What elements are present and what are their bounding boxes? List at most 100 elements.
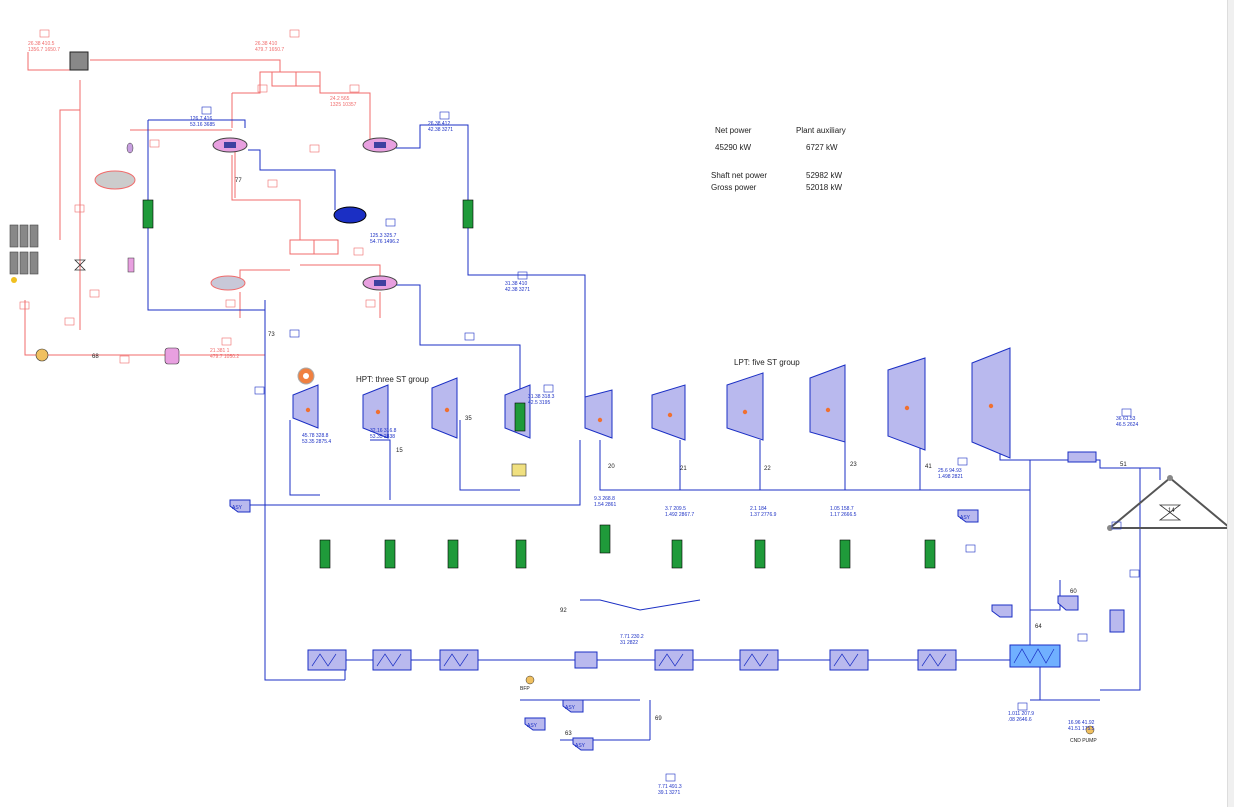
tag-6: 21.381 1 bbox=[210, 348, 230, 354]
tag-18b: 39.1 3271 bbox=[658, 790, 680, 796]
tag-8: 31.38 410 bbox=[505, 281, 527, 287]
asy-texts: ASY ASY ASY ASY ASY bbox=[232, 505, 971, 749]
mixers-top bbox=[271, 71, 339, 255]
bfp-label: BFP bbox=[520, 686, 530, 692]
receiver-box bbox=[69, 51, 89, 71]
gross-power-value: 52018 kW bbox=[806, 183, 842, 192]
shaft-net-label: Shaft net power bbox=[711, 171, 767, 180]
tag-1: 26.38 410.5 bbox=[28, 41, 55, 47]
label-64: 64 bbox=[1035, 624, 1042, 630]
salt-pump-icon bbox=[35, 348, 49, 362]
tag-15b: 1.17 2666.5 bbox=[830, 512, 857, 518]
label-35: 35 bbox=[465, 416, 472, 422]
tag-9: 31.38 318.3 bbox=[528, 394, 555, 400]
hpt-turbines bbox=[292, 377, 531, 439]
net-power-label: Net power bbox=[715, 126, 752, 135]
label-14: 14 bbox=[1168, 508, 1175, 514]
tag-10: 45.78 328.8 bbox=[302, 433, 329, 439]
label-51: 51 bbox=[1120, 462, 1127, 468]
heater-zigzags bbox=[311, 653, 947, 667]
tag-14: 2.1 184 bbox=[750, 506, 767, 512]
hot-tank bbox=[94, 170, 136, 190]
tag-5b: 1325 10357 bbox=[330, 102, 357, 108]
asy-label-5: ASY bbox=[960, 515, 971, 521]
asy-label-4: ASY bbox=[575, 743, 586, 749]
stream-tags: 26.38 410.5 1356.7 1650.7 26.38 410 479.… bbox=[28, 41, 1138, 796]
tag-17: 36 61.53 bbox=[1116, 416, 1136, 422]
tag-19b: .08 2646.6 bbox=[1008, 717, 1032, 723]
feedwater-heaters bbox=[307, 649, 957, 671]
label-22: 22 bbox=[764, 466, 771, 472]
small-ellipse-top bbox=[126, 142, 134, 154]
plant-aux-value: 6727 kW bbox=[806, 143, 838, 152]
tag-11: 32.16 316.8 bbox=[370, 428, 397, 434]
tag-13b: 1.492 2867.7 bbox=[665, 512, 694, 518]
label-60: 60 bbox=[1070, 589, 1077, 595]
label-20: 20 bbox=[608, 464, 615, 470]
tag-9b: 42.5 3195 bbox=[528, 400, 550, 406]
gross-power-label: Gross power bbox=[711, 183, 757, 192]
label-41: 41 bbox=[925, 464, 932, 470]
tag-12b: 1.54 2861 bbox=[594, 502, 616, 508]
tag-4b: 42.38 3271 bbox=[428, 127, 453, 133]
tag-15: 1.05 158.7 bbox=[830, 506, 854, 512]
turbine-dots bbox=[305, 403, 994, 423]
power-summary: Net power Plant auxiliary 45290 kW 6727 … bbox=[711, 126, 846, 192]
heaters-mid bbox=[319, 402, 936, 569]
valve-icon bbox=[74, 259, 86, 271]
tag-2: 26.38 410 bbox=[255, 41, 277, 47]
tag-4: 26.38 412 bbox=[428, 121, 450, 127]
tag-13: 3.7 209.5 bbox=[665, 506, 686, 512]
generator-icon bbox=[297, 367, 315, 385]
label-77: 77 bbox=[235, 178, 242, 184]
cooling-tower bbox=[1107, 475, 1233, 531]
id-boxes bbox=[201, 106, 1140, 782]
label-68: 68 bbox=[92, 354, 99, 360]
net-power-value: 45290 kW bbox=[715, 143, 751, 152]
label-63: 63 bbox=[565, 731, 572, 737]
misc-labels: 77 73 68 15 35 92 20 21 22 23 41 51 14 6… bbox=[92, 178, 1175, 744]
tag-6b: 479.7 1050.2 bbox=[210, 354, 239, 360]
salt-loop bbox=[24, 52, 381, 356]
tag-5: 24.2 565 bbox=[330, 96, 350, 102]
asy-label-1: ASY bbox=[232, 505, 243, 511]
asy-label-3: ASY bbox=[565, 705, 576, 711]
tag-3: 126.7 416 bbox=[190, 116, 212, 122]
tag-21b: 31 2822 bbox=[620, 640, 638, 646]
tag-10b: 53.35 2875.4 bbox=[302, 439, 331, 445]
asy-label-2: ASY bbox=[527, 723, 538, 729]
cnd-pump-label: CND PUMP bbox=[1070, 738, 1097, 744]
tag-20b: 41.51 175.5 bbox=[1068, 726, 1095, 732]
label-15: 15 bbox=[396, 448, 403, 454]
plant-aux-label: Plant auxiliary bbox=[796, 126, 846, 135]
tag-2b: 479.7 1650.7 bbox=[255, 47, 284, 53]
tag-14b: 1.37 2776.9 bbox=[750, 512, 777, 518]
asy-units bbox=[229, 499, 1079, 751]
tag-17b: 46.5 2624 bbox=[1116, 422, 1138, 428]
label-21: 21 bbox=[680, 466, 687, 472]
label-92: 92 bbox=[560, 608, 567, 614]
tag-7: 125.3 325.7 bbox=[370, 233, 397, 239]
lpt-group-label: LPT: five ST group bbox=[734, 358, 800, 367]
tag-16b: 1.498 2821 bbox=[938, 474, 963, 480]
id-boxes-red bbox=[19, 29, 376, 364]
tag-8b: 42.38 3271 bbox=[505, 287, 530, 293]
small-pink-vessel bbox=[127, 257, 135, 273]
label-69: 69 bbox=[655, 716, 662, 722]
deaerator-small bbox=[511, 463, 527, 477]
condenser bbox=[1009, 644, 1061, 668]
hpt-group-label: HPT: three ST group bbox=[356, 375, 429, 384]
tag-12: 9.3 268.8 bbox=[594, 496, 615, 502]
tag-7b: 54.76 1496.2 bbox=[370, 239, 399, 245]
heaters-top bbox=[142, 199, 474, 229]
tag-18: 7.71 491.3 bbox=[658, 784, 682, 790]
vertical-scrollbar[interactable] bbox=[1227, 0, 1234, 807]
tag-19: 1.011 207.9 bbox=[1008, 711, 1034, 717]
tag-20: 16.96 41.92 bbox=[1068, 720, 1095, 726]
tag-16: 25.6 94.93 bbox=[938, 468, 962, 474]
heliostat-field-icon bbox=[9, 224, 39, 283]
tag-1b: 1356.7 1650.7 bbox=[28, 47, 60, 53]
lpt-turbines bbox=[584, 347, 1011, 459]
deaerator-drum bbox=[333, 206, 367, 224]
